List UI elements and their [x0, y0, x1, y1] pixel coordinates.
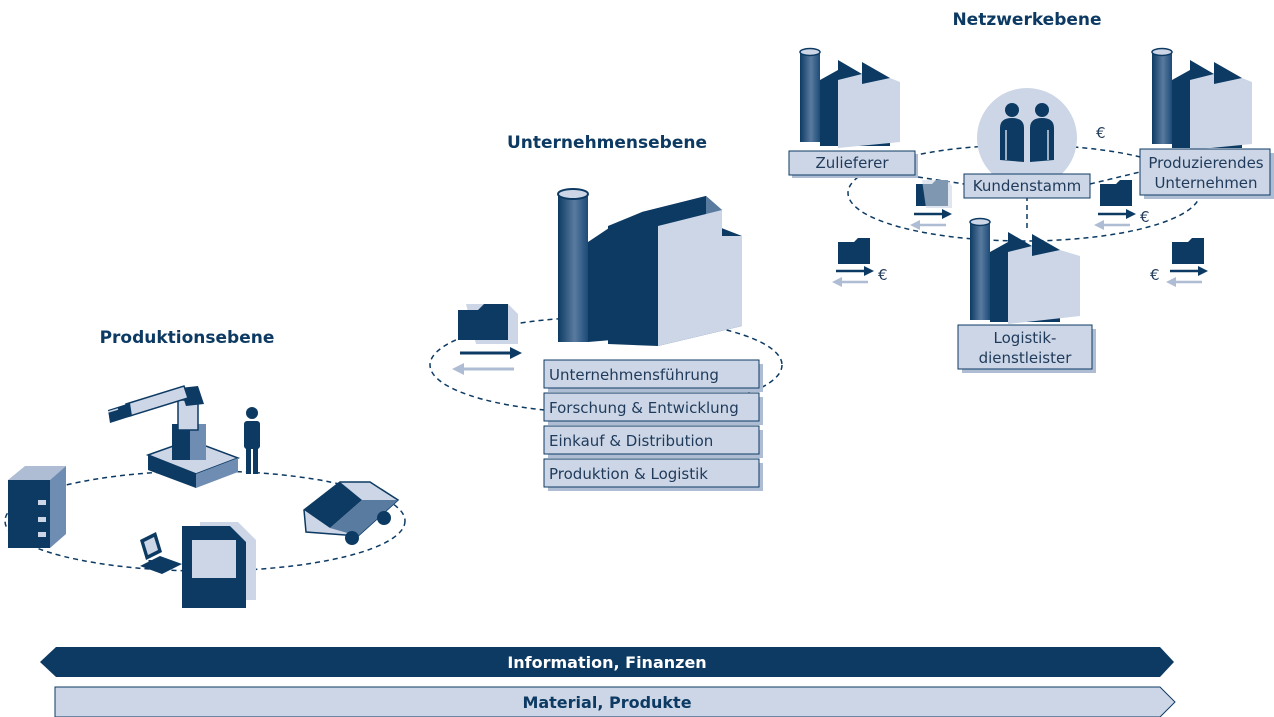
- function-label: Unternehmensführung: [549, 366, 719, 384]
- industrial-robot-icon: [107, 385, 241, 488]
- euro-symbol: €: [1096, 124, 1106, 142]
- supplier-node: Zulieferer: [788, 150, 918, 178]
- function-label: Einkauf & Distribution: [549, 432, 713, 450]
- company-function-list: Unternehmensführung Forschung & Entwickl…: [543, 359, 763, 491]
- logistics-factory-icon: [969, 217, 1080, 324]
- document-exchange-small-icon: [1094, 180, 1136, 230]
- supplier-label: Zulieferer: [815, 154, 889, 172]
- information-flow-label: Information, Finanzen: [507, 653, 706, 672]
- supplier-factory-icon: [799, 47, 900, 148]
- euro-symbol: €: [1140, 208, 1150, 226]
- function-box-management: Unternehmensführung: [543, 359, 763, 392]
- transport-vehicle-icon: [303, 481, 400, 545]
- material-flow-banner: Material, Produkte: [54, 686, 1176, 717]
- worker-figure-icon: [244, 407, 260, 474]
- producer-factory-icon: [1151, 47, 1252, 150]
- company-level-heading: Unternehmensebene: [507, 133, 707, 153]
- logistics-label-line2: dienstleister: [979, 349, 1073, 367]
- document-exchange-icon: [452, 304, 522, 375]
- customer-base-icon: [977, 88, 1077, 188]
- document-exchange-small-icon: [1166, 238, 1208, 287]
- logistics-node: Logistik- dienstleister: [957, 324, 1096, 373]
- producer-link: [1089, 171, 1141, 185]
- computer-workstation-icon: [140, 532, 182, 574]
- company-factory-icon: [557, 188, 742, 346]
- function-box-purchasing: Einkauf & Distribution: [543, 425, 763, 458]
- document-exchange-small-icon: [832, 238, 874, 287]
- function-box-production: Produktion & Logistik: [543, 458, 763, 491]
- function-label: Forschung & Entwicklung: [549, 399, 739, 417]
- logistics-label-line1: Logistik-: [994, 329, 1057, 347]
- machine-cabinet-icon: [182, 522, 256, 608]
- customer-base-label: Kundenstamm: [973, 177, 1081, 195]
- producer-node: Produzierendes Unternehmen: [1139, 148, 1274, 199]
- production-level-heading: Produktionsebene: [100, 328, 275, 348]
- information-flow-banner: Information, Finanzen: [40, 647, 1174, 677]
- euro-symbol: €: [878, 266, 888, 284]
- document-exchange-small-icon: [910, 180, 952, 230]
- producer-label-line2: Unternehmen: [1154, 174, 1257, 192]
- function-box-research: Forschung & Entwicklung: [543, 392, 763, 425]
- server-cabinet-icon: [8, 466, 66, 548]
- function-label: Produktion & Logistik: [549, 465, 708, 483]
- network-level-heading: Netzwerkebene: [952, 10, 1101, 30]
- euro-symbol: €: [1150, 266, 1160, 284]
- supplier-link: [917, 176, 965, 185]
- producer-label-line1: Produzierendes: [1148, 154, 1263, 172]
- customer-base-node: Kundenstamm: [963, 173, 1091, 199]
- material-flow-label: Material, Produkte: [522, 693, 691, 712]
